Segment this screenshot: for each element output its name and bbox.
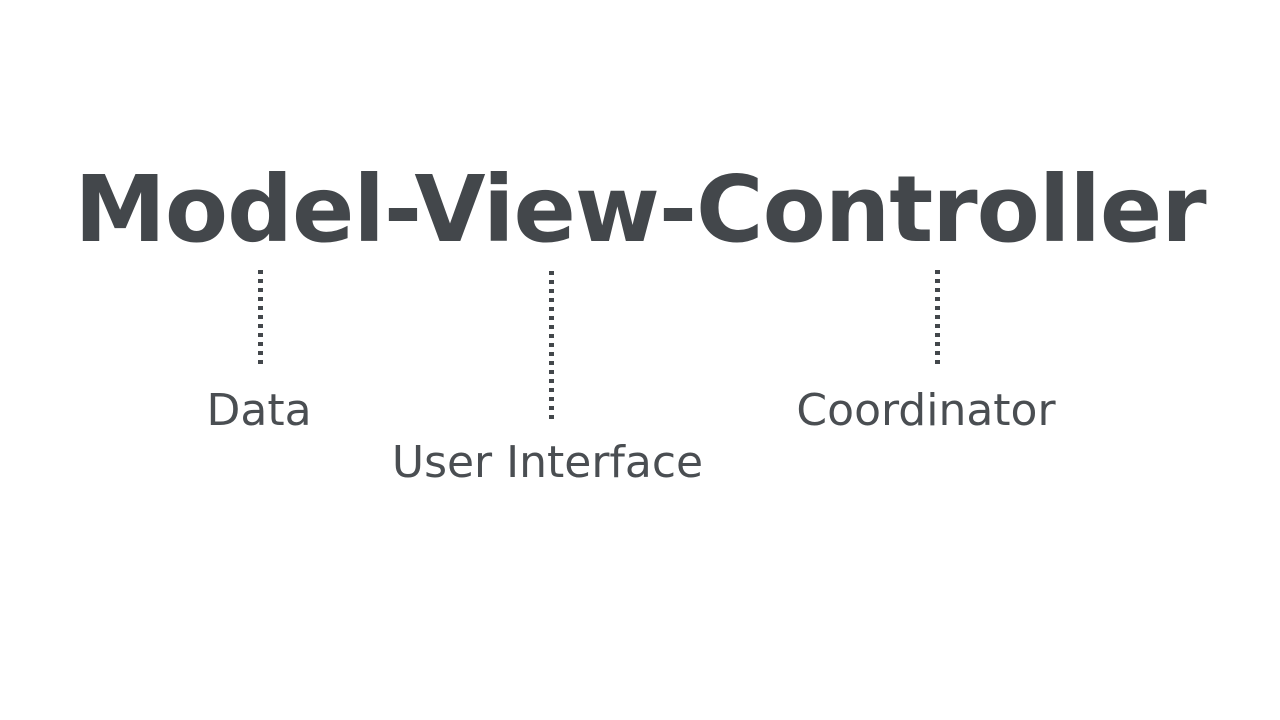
page-title: Model-View-Controller bbox=[74, 156, 1206, 263]
connector-line-controller bbox=[935, 270, 940, 366]
label-view-user-interface: User Interface bbox=[391, 437, 704, 488]
connector-line-view bbox=[549, 271, 554, 419]
connector-line-model bbox=[258, 270, 263, 366]
label-model-data: Data bbox=[206, 385, 312, 436]
label-controller-coordinator: Coordinator bbox=[796, 385, 1056, 436]
